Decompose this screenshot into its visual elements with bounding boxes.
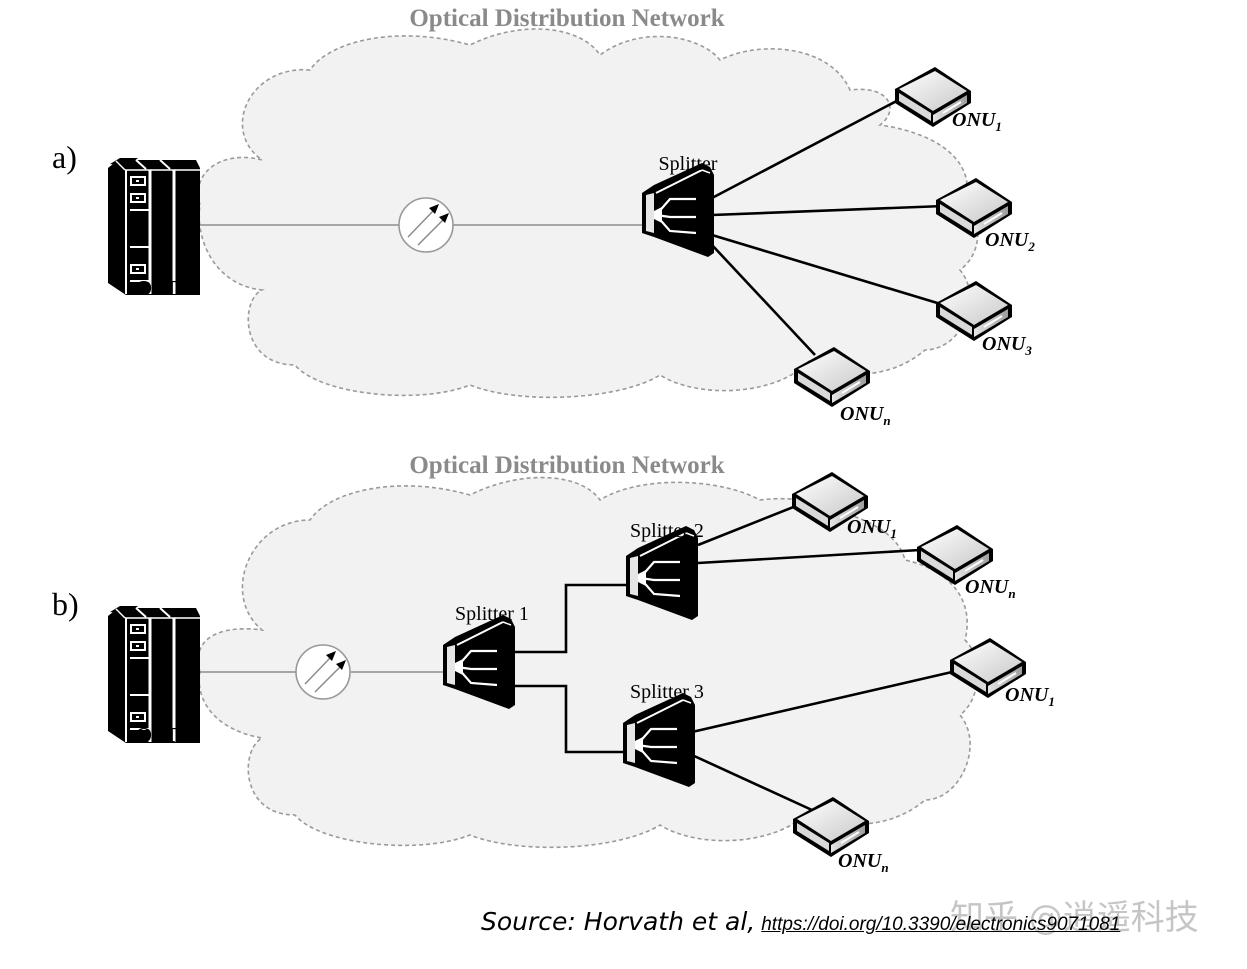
onu-label-a2: ONU2: [985, 229, 1035, 254]
caption-source: Source: Horvath et al,: [481, 907, 756, 936]
optical-amplifier-icon: [295, 644, 351, 700]
fiber-s2-onu1: [697, 500, 807, 547]
splitter-label-2: Splitter 2: [630, 520, 704, 542]
odn-cloud-a: [197, 28, 979, 399]
olt-label-b: OLT: [136, 723, 178, 747]
olt-label-a: OLT: [136, 276, 178, 300]
onu-label-b1: ONU1: [847, 516, 897, 541]
splitter-label-3: Splitter 3: [630, 681, 704, 703]
fiber-s3-onu1: [691, 670, 953, 734]
fiber-onu3-a: [711, 233, 945, 307]
watermark: 知乎 @逍遥科技: [950, 898, 1199, 938]
optical-amplifier-icon: [398, 197, 454, 253]
onu-label-bn: ONUn: [965, 576, 1016, 601]
panel-label-a: a): [52, 139, 77, 175]
caption: Source: Horvath et al,https://doi.org/10…: [481, 907, 1120, 936]
odn-title-b: Optical Distribution Network: [409, 452, 724, 479]
fiber-onun-a: [711, 244, 816, 356]
onu-label-a3: ONU3: [982, 333, 1032, 358]
fiber-s1-s3: [515, 684, 624, 754]
panel-a: Optical Distribution Network a) OLT Spli…: [52, 5, 1035, 428]
olt-rack-icon: [106, 156, 202, 297]
doi-link[interactable]: https://doi.org/10.3390/electronics90710…: [761, 914, 1121, 935]
splitter-label-a: Splitter: [659, 153, 718, 175]
odn-title-a: Optical Distribution Network: [409, 5, 724, 32]
odn-cloud-b: [197, 476, 979, 849]
onu-label-b3-1: ONU1: [1005, 684, 1055, 709]
onu-label-an: ONUn: [840, 403, 891, 428]
fiber-s2-onun: [697, 548, 921, 565]
onu-label-a1: ONU1: [952, 109, 1002, 134]
fiber-s3-onun: [691, 753, 813, 812]
fiber-onu2-a: [711, 204, 945, 217]
panel-label-b: b): [52, 586, 79, 622]
fiber-onu1-a: [711, 93, 909, 200]
fiber-s1-s2: [515, 583, 626, 654]
onu-label-b3-n: ONUn: [838, 850, 889, 875]
panel-b: Optical Distribution Network b) OLT Spli…: [52, 452, 1055, 875]
splitter-label-1: Splitter 1: [455, 603, 529, 625]
